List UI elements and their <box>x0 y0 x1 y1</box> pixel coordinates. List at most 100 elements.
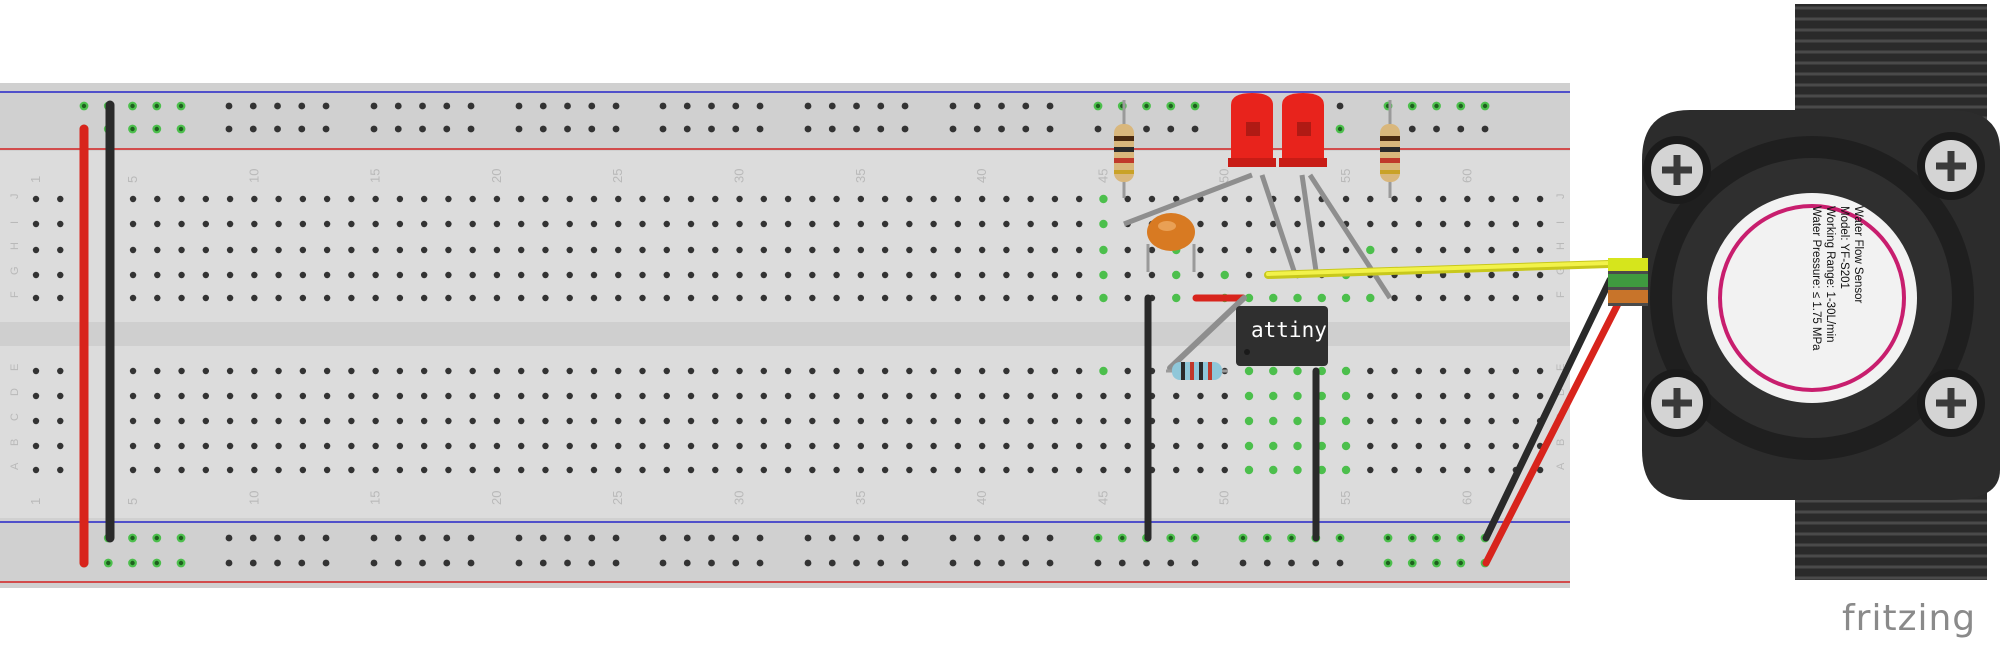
rail-hole[interactable] <box>973 534 981 542</box>
rail-hole[interactable] <box>1239 559 1247 567</box>
breadboard-hole[interactable] <box>1391 367 1398 375</box>
breadboard-hole[interactable] <box>1367 367 1374 375</box>
rail-hole[interactable] <box>1094 125 1102 133</box>
breadboard-hole[interactable] <box>1197 466 1204 474</box>
breadboard-hole[interactable] <box>57 220 64 228</box>
rail-hole[interactable] <box>683 102 691 110</box>
rail-hole[interactable] <box>612 559 620 567</box>
rail-hole[interactable] <box>225 125 233 133</box>
breadboard-hole[interactable] <box>590 271 598 279</box>
rail-hole[interactable] <box>901 102 909 110</box>
breadboard-hole[interactable] <box>226 367 234 375</box>
breadboard-hole[interactable] <box>1488 220 1495 228</box>
breadboard-hole[interactable] <box>445 246 452 254</box>
breadboard-hole[interactable] <box>1294 246 1301 254</box>
breadboard-hole[interactable] <box>736 246 743 254</box>
breadboard-hole[interactable] <box>1221 220 1228 228</box>
rail-hole[interactable] <box>564 559 571 567</box>
breadboard-hole[interactable] <box>445 271 452 279</box>
breadboard-hole[interactable] <box>1220 270 1229 280</box>
rail-hole[interactable] <box>322 534 330 542</box>
breadboard-hole[interactable] <box>857 271 865 279</box>
rail-hole[interactable] <box>467 125 475 133</box>
rail-hole[interactable] <box>394 125 402 133</box>
rail-hole[interactable] <box>225 559 233 567</box>
breadboard-hole[interactable] <box>978 442 986 450</box>
breadboard-hole[interactable] <box>1075 466 1083 474</box>
breadboard-hole[interactable] <box>251 220 258 228</box>
breadboard-hole[interactable] <box>1075 195 1083 203</box>
breadboard-hole[interactable] <box>1051 392 1059 400</box>
breadboard-hole[interactable] <box>323 417 331 425</box>
breadboard-hole[interactable] <box>1099 293 1108 303</box>
breadboard-hole[interactable] <box>687 442 695 450</box>
breadboard-hole[interactable] <box>1197 442 1204 450</box>
breadboard-hole[interactable] <box>1027 220 1034 228</box>
breadboard-hole[interactable] <box>978 195 986 203</box>
rail-hole[interactable] <box>298 125 306 133</box>
rail-hole[interactable] <box>322 559 330 567</box>
rail-hole[interactable] <box>564 125 571 133</box>
rail-hole[interactable] <box>1094 559 1102 567</box>
breadboard-hole[interactable] <box>372 220 379 228</box>
breadboard-hole[interactable] <box>299 466 307 474</box>
breadboard-hole[interactable] <box>1439 442 1447 450</box>
breadboard-hole[interactable] <box>833 442 840 450</box>
breadboard-hole[interactable] <box>1341 366 1351 376</box>
breadboard-hole[interactable] <box>712 195 719 203</box>
breadboard-hole[interactable] <box>1464 392 1471 400</box>
breadboard-hole[interactable] <box>1027 392 1034 400</box>
breadboard-hole[interactable] <box>1027 442 1034 450</box>
breadboard-hole[interactable] <box>1488 246 1495 254</box>
breadboard-hole[interactable] <box>833 417 840 425</box>
breadboard-hole[interactable] <box>372 294 379 302</box>
breadboard-hole[interactable] <box>1100 466 1107 474</box>
breadboard-hole[interactable] <box>663 246 670 254</box>
rail-hole[interactable] <box>1046 534 1054 542</box>
breadboard-hole[interactable] <box>518 442 525 450</box>
breadboard-hole[interactable] <box>833 246 840 254</box>
breadboard-hole[interactable] <box>615 220 622 228</box>
breadboard-hole[interactable] <box>1027 367 1034 375</box>
rail-hole[interactable] <box>1167 559 1175 567</box>
breadboard-hole[interactable] <box>1367 220 1374 228</box>
breadboard-hole[interactable] <box>784 246 792 254</box>
breadboard-hole[interactable] <box>518 195 525 203</box>
breadboard-hole[interactable] <box>202 442 210 450</box>
rail-hole[interactable] <box>274 534 281 542</box>
sensor-black-wire[interactable] <box>1482 276 1614 542</box>
breadboard-hole[interactable] <box>1245 246 1253 254</box>
breadboard-hole[interactable] <box>542 220 549 228</box>
rail-hole[interactable] <box>659 102 667 110</box>
breadboard-hole[interactable] <box>445 294 452 302</box>
breadboard-hole[interactable] <box>1197 271 1204 279</box>
rail-hole[interactable] <box>394 102 402 110</box>
breadboard-hole[interactable] <box>639 271 646 279</box>
breadboard-hole[interactable] <box>1197 392 1204 400</box>
breadboard-hole[interactable] <box>129 294 137 302</box>
breadboard-hole[interactable] <box>493 271 501 279</box>
breadboard-hole[interactable] <box>978 246 986 254</box>
breadboard-hole[interactable] <box>906 294 913 302</box>
breadboard-hole[interactable] <box>566 220 573 228</box>
breadboard-hole[interactable] <box>1051 417 1059 425</box>
breadboard-hole[interactable] <box>420 271 428 279</box>
breadboard-hole[interactable] <box>420 442 428 450</box>
rail-hole[interactable] <box>394 534 402 542</box>
breadboard-hole[interactable] <box>712 367 719 375</box>
rail-hole[interactable] <box>1263 559 1271 567</box>
breadboard-hole[interactable] <box>1415 195 1423 203</box>
breadboard-hole[interactable] <box>1391 392 1398 400</box>
rail-hole[interactable] <box>1022 559 1030 567</box>
breadboard-hole[interactable] <box>1342 195 1350 203</box>
breadboard-hole[interactable] <box>420 294 428 302</box>
rail-hole[interactable] <box>274 559 281 567</box>
breadboard-hole[interactable] <box>736 220 743 228</box>
rail-hole[interactable] <box>708 102 715 110</box>
breadboard-hole[interactable] <box>323 367 331 375</box>
breadboard-hole[interactable] <box>978 417 986 425</box>
breadboard-hole[interactable] <box>1099 270 1108 280</box>
breadboard-hole[interactable] <box>954 220 962 228</box>
breadboard-hole[interactable] <box>1439 367 1447 375</box>
breadboard-hole[interactable] <box>469 195 476 203</box>
